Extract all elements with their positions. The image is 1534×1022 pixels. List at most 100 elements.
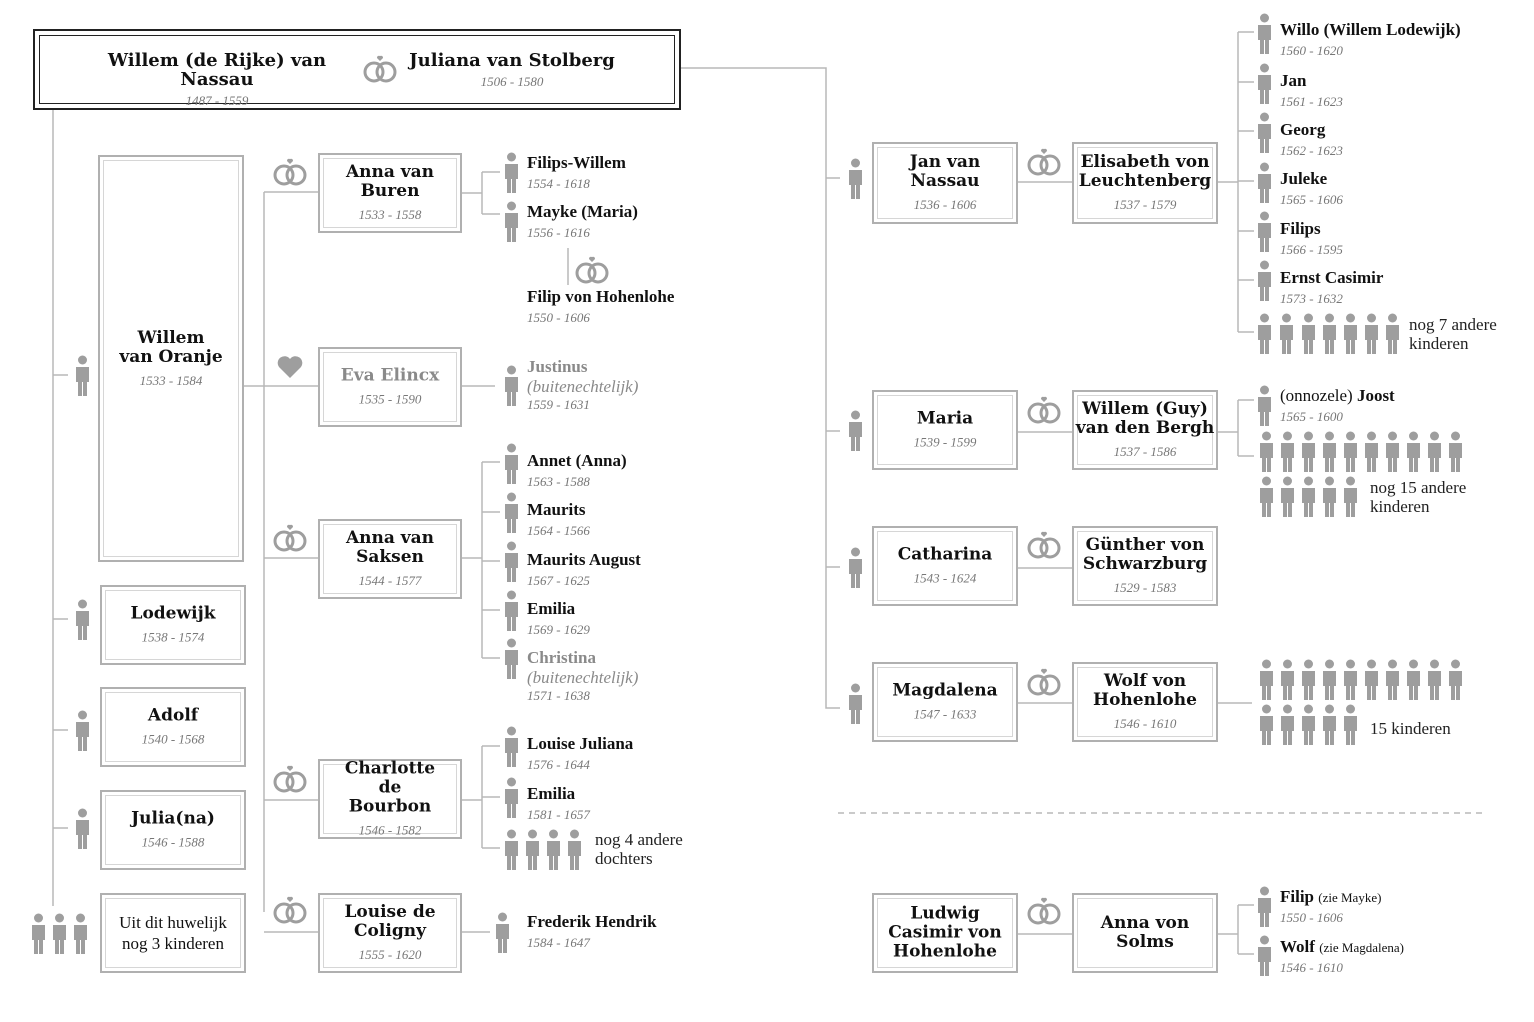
person-dates: 1533 - 1558 xyxy=(358,207,422,222)
heart-icon xyxy=(277,356,303,378)
person-name: Willem (Guy) van den Bergh xyxy=(1075,399,1215,438)
spouse-name: Filip von Hohenlohe xyxy=(527,287,675,306)
child-name: Louise Juliana xyxy=(527,734,634,753)
person-icon xyxy=(505,492,518,533)
person-icon xyxy=(1386,659,1399,700)
person-icon xyxy=(1281,431,1294,472)
person-icon xyxy=(849,158,862,199)
person-name: Anna van Saksen xyxy=(345,528,435,567)
child-dates: 1566 - 1595 xyxy=(1280,242,1343,257)
person-icon xyxy=(849,410,862,451)
person-icon xyxy=(1302,704,1315,745)
person-icon xyxy=(1344,476,1357,517)
louise-de-coligny-box: Louise de Coligny 1555 - 1620 xyxy=(318,893,462,973)
child-dates: 1550 - 1606 xyxy=(1280,910,1343,925)
person-icon xyxy=(1280,313,1293,354)
person-dates: 1538 - 1574 xyxy=(141,629,205,645)
person-icon xyxy=(1258,162,1271,203)
child-name: Justinus xyxy=(527,357,588,376)
child-name: Juleke xyxy=(1280,169,1328,188)
person-name: Louise de Coligny xyxy=(344,902,436,941)
child-note: (zie Mayke) xyxy=(1318,890,1382,905)
child-dates: 1581 - 1657 xyxy=(527,807,590,822)
child-dates: 1569 - 1629 xyxy=(527,622,590,637)
person-icon xyxy=(1449,431,1462,472)
person-icon xyxy=(1323,476,1336,517)
person-icon xyxy=(1344,659,1357,700)
person-icon xyxy=(1365,431,1378,472)
child-dates: 1565 - 1606 xyxy=(1280,192,1343,207)
child-name: Emilia xyxy=(527,599,576,618)
child-mayke: Mayke (Maria) 1556 - 1616 xyxy=(527,202,638,241)
person-icon xyxy=(505,365,518,406)
person-dates: 1539 - 1599 xyxy=(913,434,977,450)
adolf-box: Adolf 1540 - 1568 xyxy=(100,687,246,767)
person-icon xyxy=(1281,704,1294,745)
person-name: Ludwig Casimir von Hohenlohe xyxy=(888,903,1002,962)
person-name: Anna van Buren xyxy=(345,162,435,201)
person-icon xyxy=(74,913,87,954)
person-icon xyxy=(1302,476,1315,517)
person-dates: 1533 - 1584 xyxy=(139,372,203,388)
person-icon xyxy=(526,829,539,870)
child-juleke: Juleke 1565 - 1606 xyxy=(1280,169,1343,208)
child-dates: 1562 - 1623 xyxy=(1280,143,1343,158)
wedding-rings-icon xyxy=(1027,396,1061,424)
person-name: Charlotte de Bourbon xyxy=(344,758,436,817)
person-icon xyxy=(1258,13,1271,54)
child-name: Maurits August xyxy=(527,550,641,569)
person-icon xyxy=(505,541,518,582)
child-prefix: (onnozele) xyxy=(1280,386,1353,405)
root-wife: Juliana van Stolberg 1506 - 1580 xyxy=(407,51,617,90)
person-name: Magdalena xyxy=(892,680,998,701)
child-dates: 1576 - 1644 xyxy=(527,757,590,772)
person-icon xyxy=(1386,313,1399,354)
child-willo: Willo (Willem Lodewijk)1560 - 1620 xyxy=(1280,20,1461,59)
child-dates: 1556 - 1616 xyxy=(527,225,590,240)
wedding-rings-icon xyxy=(1027,531,1061,559)
person-dates: 1555 - 1620 xyxy=(358,947,422,962)
wedding-rings-icon xyxy=(273,158,307,186)
child-dates: 1563 - 1588 xyxy=(527,474,590,489)
person-icon xyxy=(76,710,89,751)
child-wolf: Wolf (zie Magdalena)1546 - 1610 xyxy=(1280,937,1404,976)
person-icon xyxy=(1302,431,1315,472)
child-dates: 1584 - 1647 xyxy=(527,935,590,950)
person-icon xyxy=(1302,313,1315,354)
person-icon xyxy=(1281,659,1294,700)
extra-children-text: Uit dit huwelijk nog 3 kinderen xyxy=(119,913,227,953)
person-icon xyxy=(1281,476,1294,517)
person-icon xyxy=(1258,935,1271,976)
person-icon xyxy=(1449,659,1462,700)
person-icon xyxy=(1258,211,1271,252)
root-husband-dates: 1487 - 1559 xyxy=(185,93,249,108)
wedding-rings-icon xyxy=(1027,148,1061,176)
child-name: Christina xyxy=(527,648,596,667)
child-name: Mayke (Maria) xyxy=(527,202,638,221)
wedding-rings-icon xyxy=(273,896,307,924)
person-icon xyxy=(505,443,518,484)
person-name: Julia(na) xyxy=(131,808,215,829)
person-icon xyxy=(1428,659,1441,700)
person-dates: 1537 - 1579 xyxy=(1113,197,1177,212)
person-icon xyxy=(568,829,581,870)
person-name: Adolf xyxy=(147,705,199,726)
person-dates: 1540 - 1568 xyxy=(141,731,205,747)
charlotte-de-bourbon-box: Charlotte de Bourbon 1546 - 1582 xyxy=(318,759,462,839)
extra-children-box: Uit dit huwelijk nog 3 kinderen xyxy=(100,893,246,973)
person-name: Günther von Schwarzburg xyxy=(1082,535,1208,574)
root-wife-dates: 1506 - 1580 xyxy=(480,74,544,89)
person-icon xyxy=(1258,112,1271,153)
child-name: Filips-Willem xyxy=(527,153,626,172)
child-name: Filips xyxy=(1280,219,1321,238)
person-dates: 1546 - 1582 xyxy=(358,822,422,838)
child-dates: 1546 - 1610 xyxy=(1280,960,1343,975)
